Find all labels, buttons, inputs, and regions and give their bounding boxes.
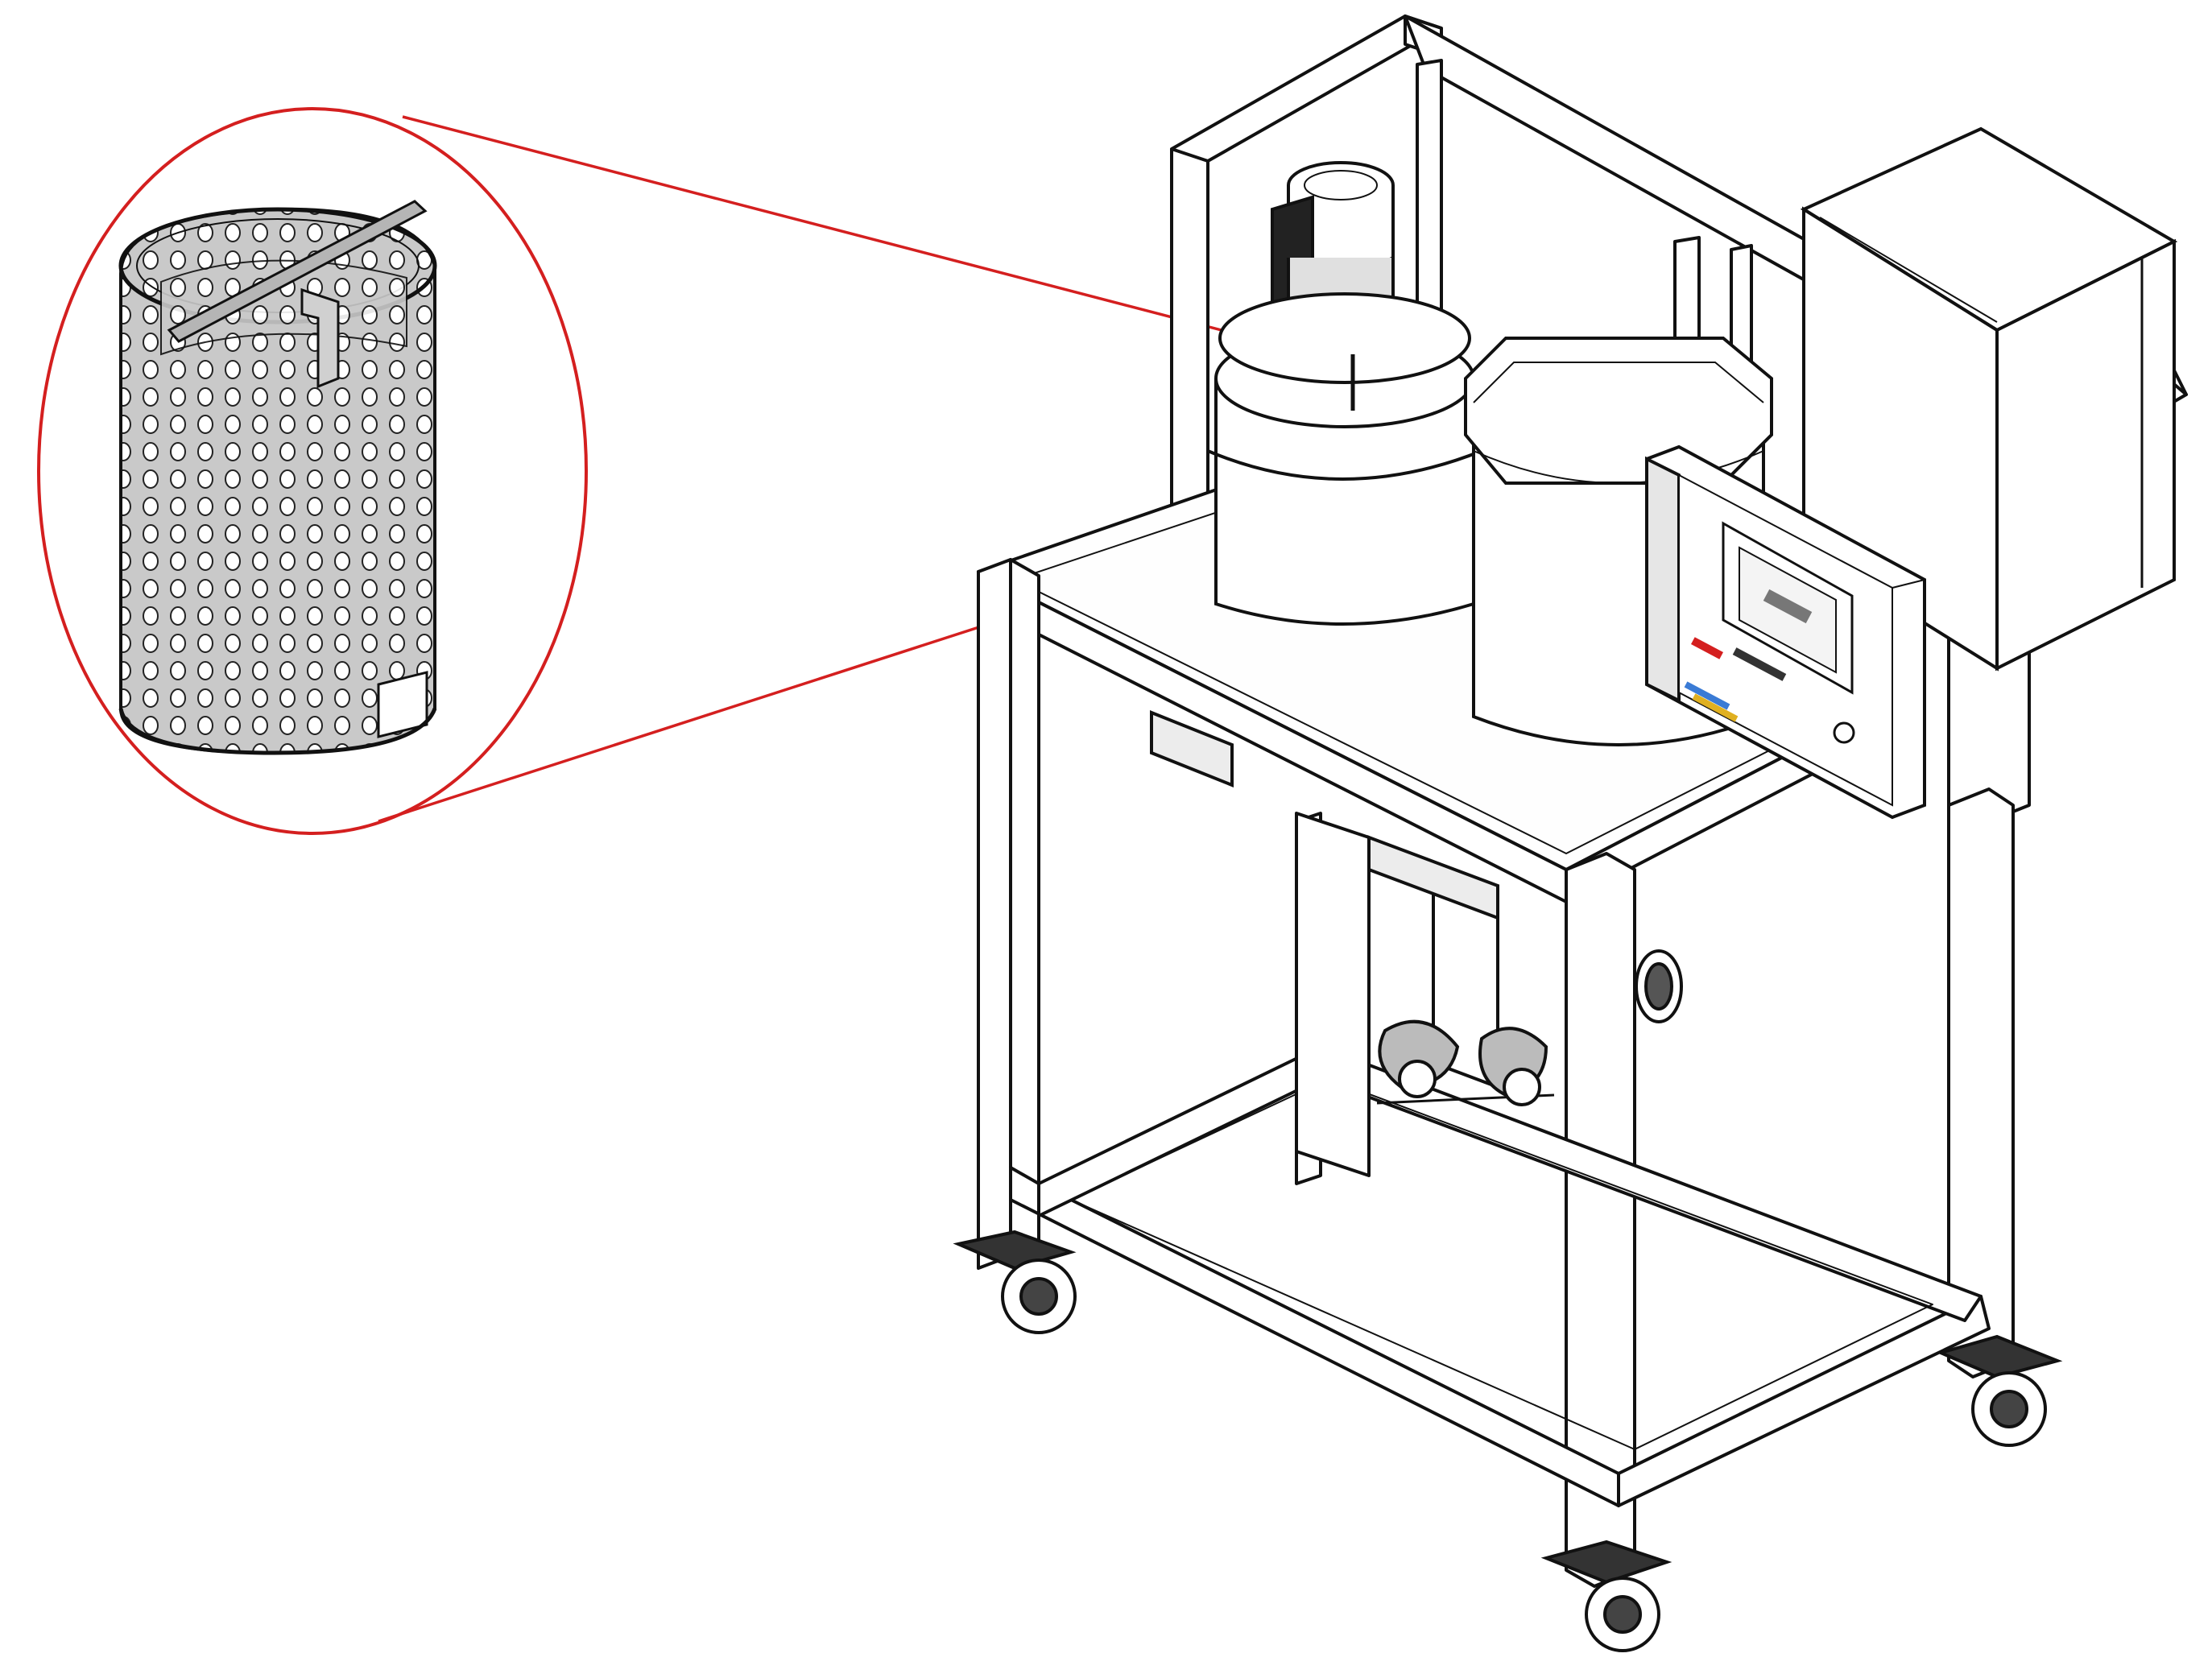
detail-callout-circle bbox=[37, 107, 588, 835]
tank-left bbox=[1206, 292, 1483, 626]
perforated-basket bbox=[118, 200, 437, 755]
casters bbox=[953, 1230, 2063, 1652]
control-panel bbox=[1645, 444, 1926, 820]
pump-assembly bbox=[1150, 710, 1683, 1106]
